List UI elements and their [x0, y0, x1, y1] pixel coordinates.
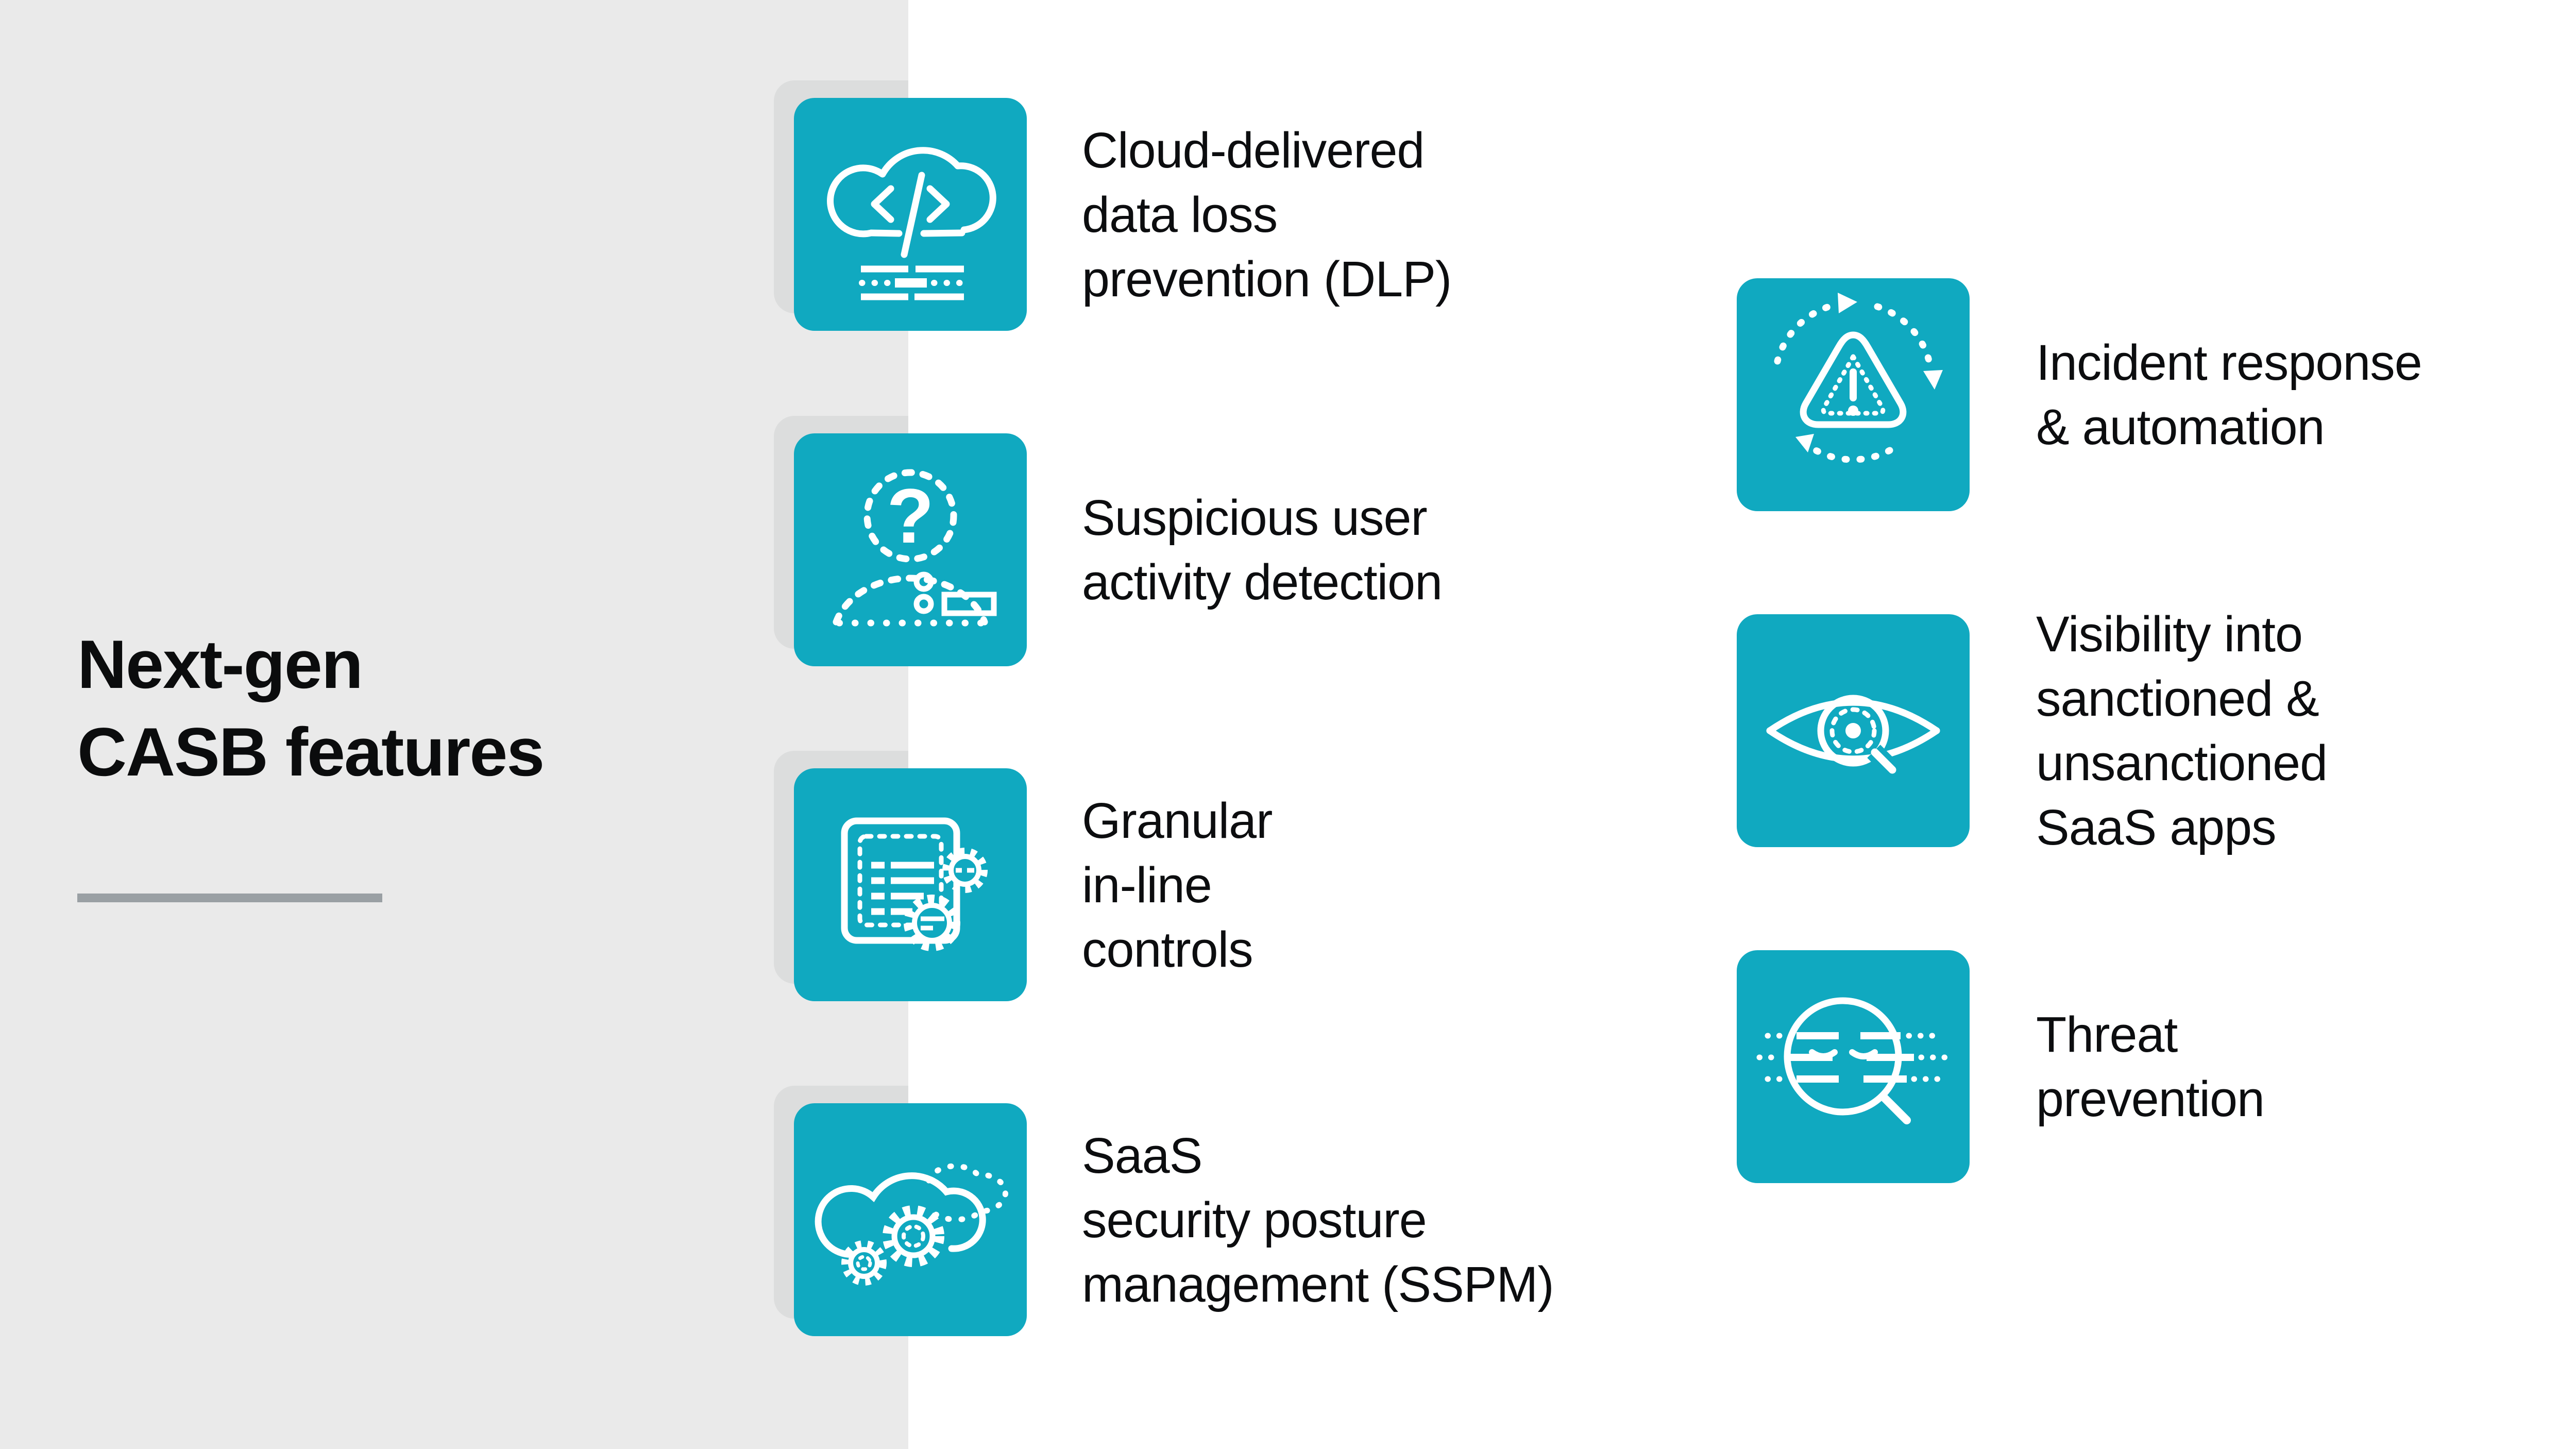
feature-label-sspm: SaaS security posture management (SSPM): [1082, 1127, 1554, 1312]
page-title: Next-gen CASB features: [77, 627, 545, 790]
eye-magnifier-icon: [1766, 695, 1940, 780]
feature-label-visibility: Visibility into sanctioned & unsanctione…: [2036, 606, 2328, 855]
feature-label-dlp: Cloud-delivered data loss prevention (DL…: [1082, 122, 1452, 307]
feature-tile-suspicious-user: ?: [794, 433, 1027, 666]
feature-label-threat-prevention: Threat prevention: [2036, 1006, 2265, 1127]
feature-tile-dlp: [794, 98, 1027, 331]
title-underline: [77, 894, 382, 902]
alert-cycle-icon: [1774, 293, 1943, 463]
feature-tile-granular-controls: [794, 768, 1027, 1001]
suspicious-user-icon: ?: [833, 469, 997, 627]
document-gears-icon: [841, 817, 988, 951]
feature-label-suspicious-user: Suspicious user activity detection: [1082, 490, 1443, 610]
feature-tile-incident-response: [1737, 278, 1970, 511]
cloud-gears-icon: [815, 1163, 1008, 1286]
cloud-code-icon: [827, 147, 996, 300]
feature-tile-sspm: [794, 1103, 1027, 1336]
feature-label-granular-controls: Granular in-line controls: [1082, 793, 1273, 978]
question-mark-glyph: ?: [887, 473, 934, 559]
feature-label-incident-response: Incident response & automation: [2036, 334, 2422, 455]
feature-tile-threat-prevention: [1737, 950, 1970, 1183]
feature-tile-visibility: [1737, 614, 1970, 847]
face-magnifier-icon: [1756, 997, 1951, 1124]
